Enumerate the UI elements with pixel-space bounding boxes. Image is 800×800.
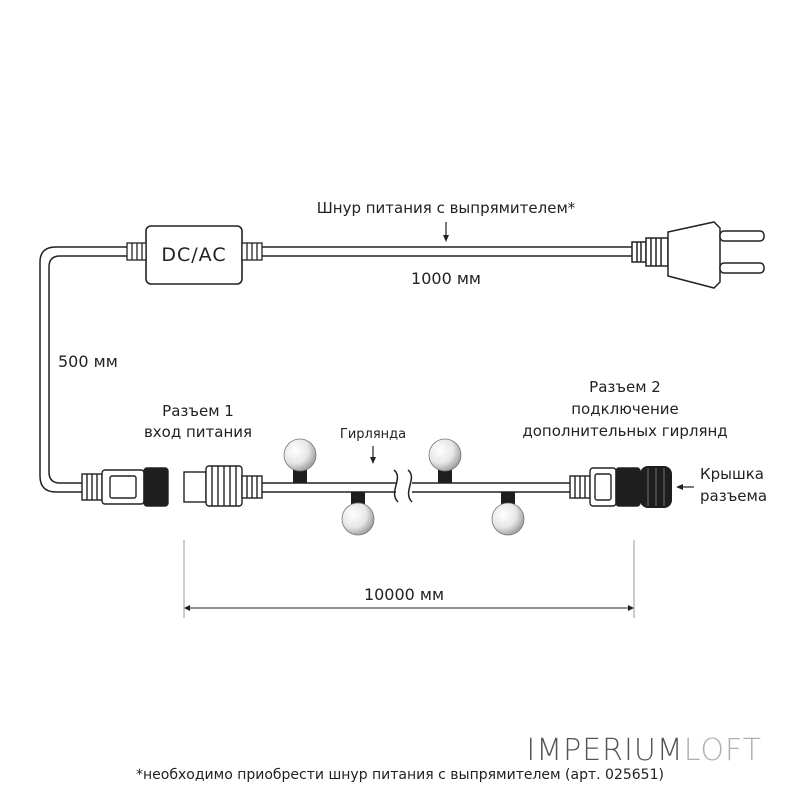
connector-1-socket	[183, 465, 263, 507]
dc-ac-label: DC/AC	[161, 244, 227, 266]
bulb-4	[491, 492, 525, 536]
garland-cable	[262, 469, 570, 503]
footnote: *необходимо приобрести шнур питания с вы…	[136, 767, 664, 783]
garland-pointer	[370, 446, 376, 464]
power-cable-500	[39, 246, 132, 493]
cap-pointer	[676, 484, 694, 490]
euro-plug	[631, 221, 765, 289]
dc-ac-converter	[126, 225, 263, 285]
length-1000-label: 1000 мм	[411, 269, 481, 288]
connector-1-plug	[81, 467, 169, 507]
bulb-3	[428, 438, 462, 483]
cap-title: Крышка	[700, 465, 764, 483]
brand-part-1: IMPERIUM	[526, 733, 684, 768]
connector-2-line2: подключение	[571, 400, 679, 418]
connector-2-title: Разъем 2	[589, 378, 661, 396]
brand-logo: IMPERIUMLOFT	[0, 736, 762, 766]
connector-1-title: Разъем 1	[162, 402, 234, 420]
brand-part-2: LOFT	[683, 733, 762, 768]
connector-2	[569, 467, 641, 507]
connector-cap	[640, 466, 672, 508]
power-cord-label: Шнур питания с выпрямителем*	[316, 199, 576, 217]
power-cord-pointer	[443, 222, 449, 242]
dimension-10000	[183, 540, 635, 618]
bulb-2	[341, 492, 375, 536]
length-10000-label: 10000 мм	[363, 585, 445, 604]
length-500-label: 500 мм	[58, 352, 118, 371]
power-cable-1000	[262, 246, 632, 257]
connector-2-line3: дополнительных гирлянд	[522, 422, 728, 440]
bulb-1	[283, 438, 317, 483]
garland-label: Гирлянда	[339, 427, 407, 442]
cap-subtitle: разъема	[700, 487, 768, 505]
connector-1-subtitle: вход питания	[143, 423, 253, 441]
